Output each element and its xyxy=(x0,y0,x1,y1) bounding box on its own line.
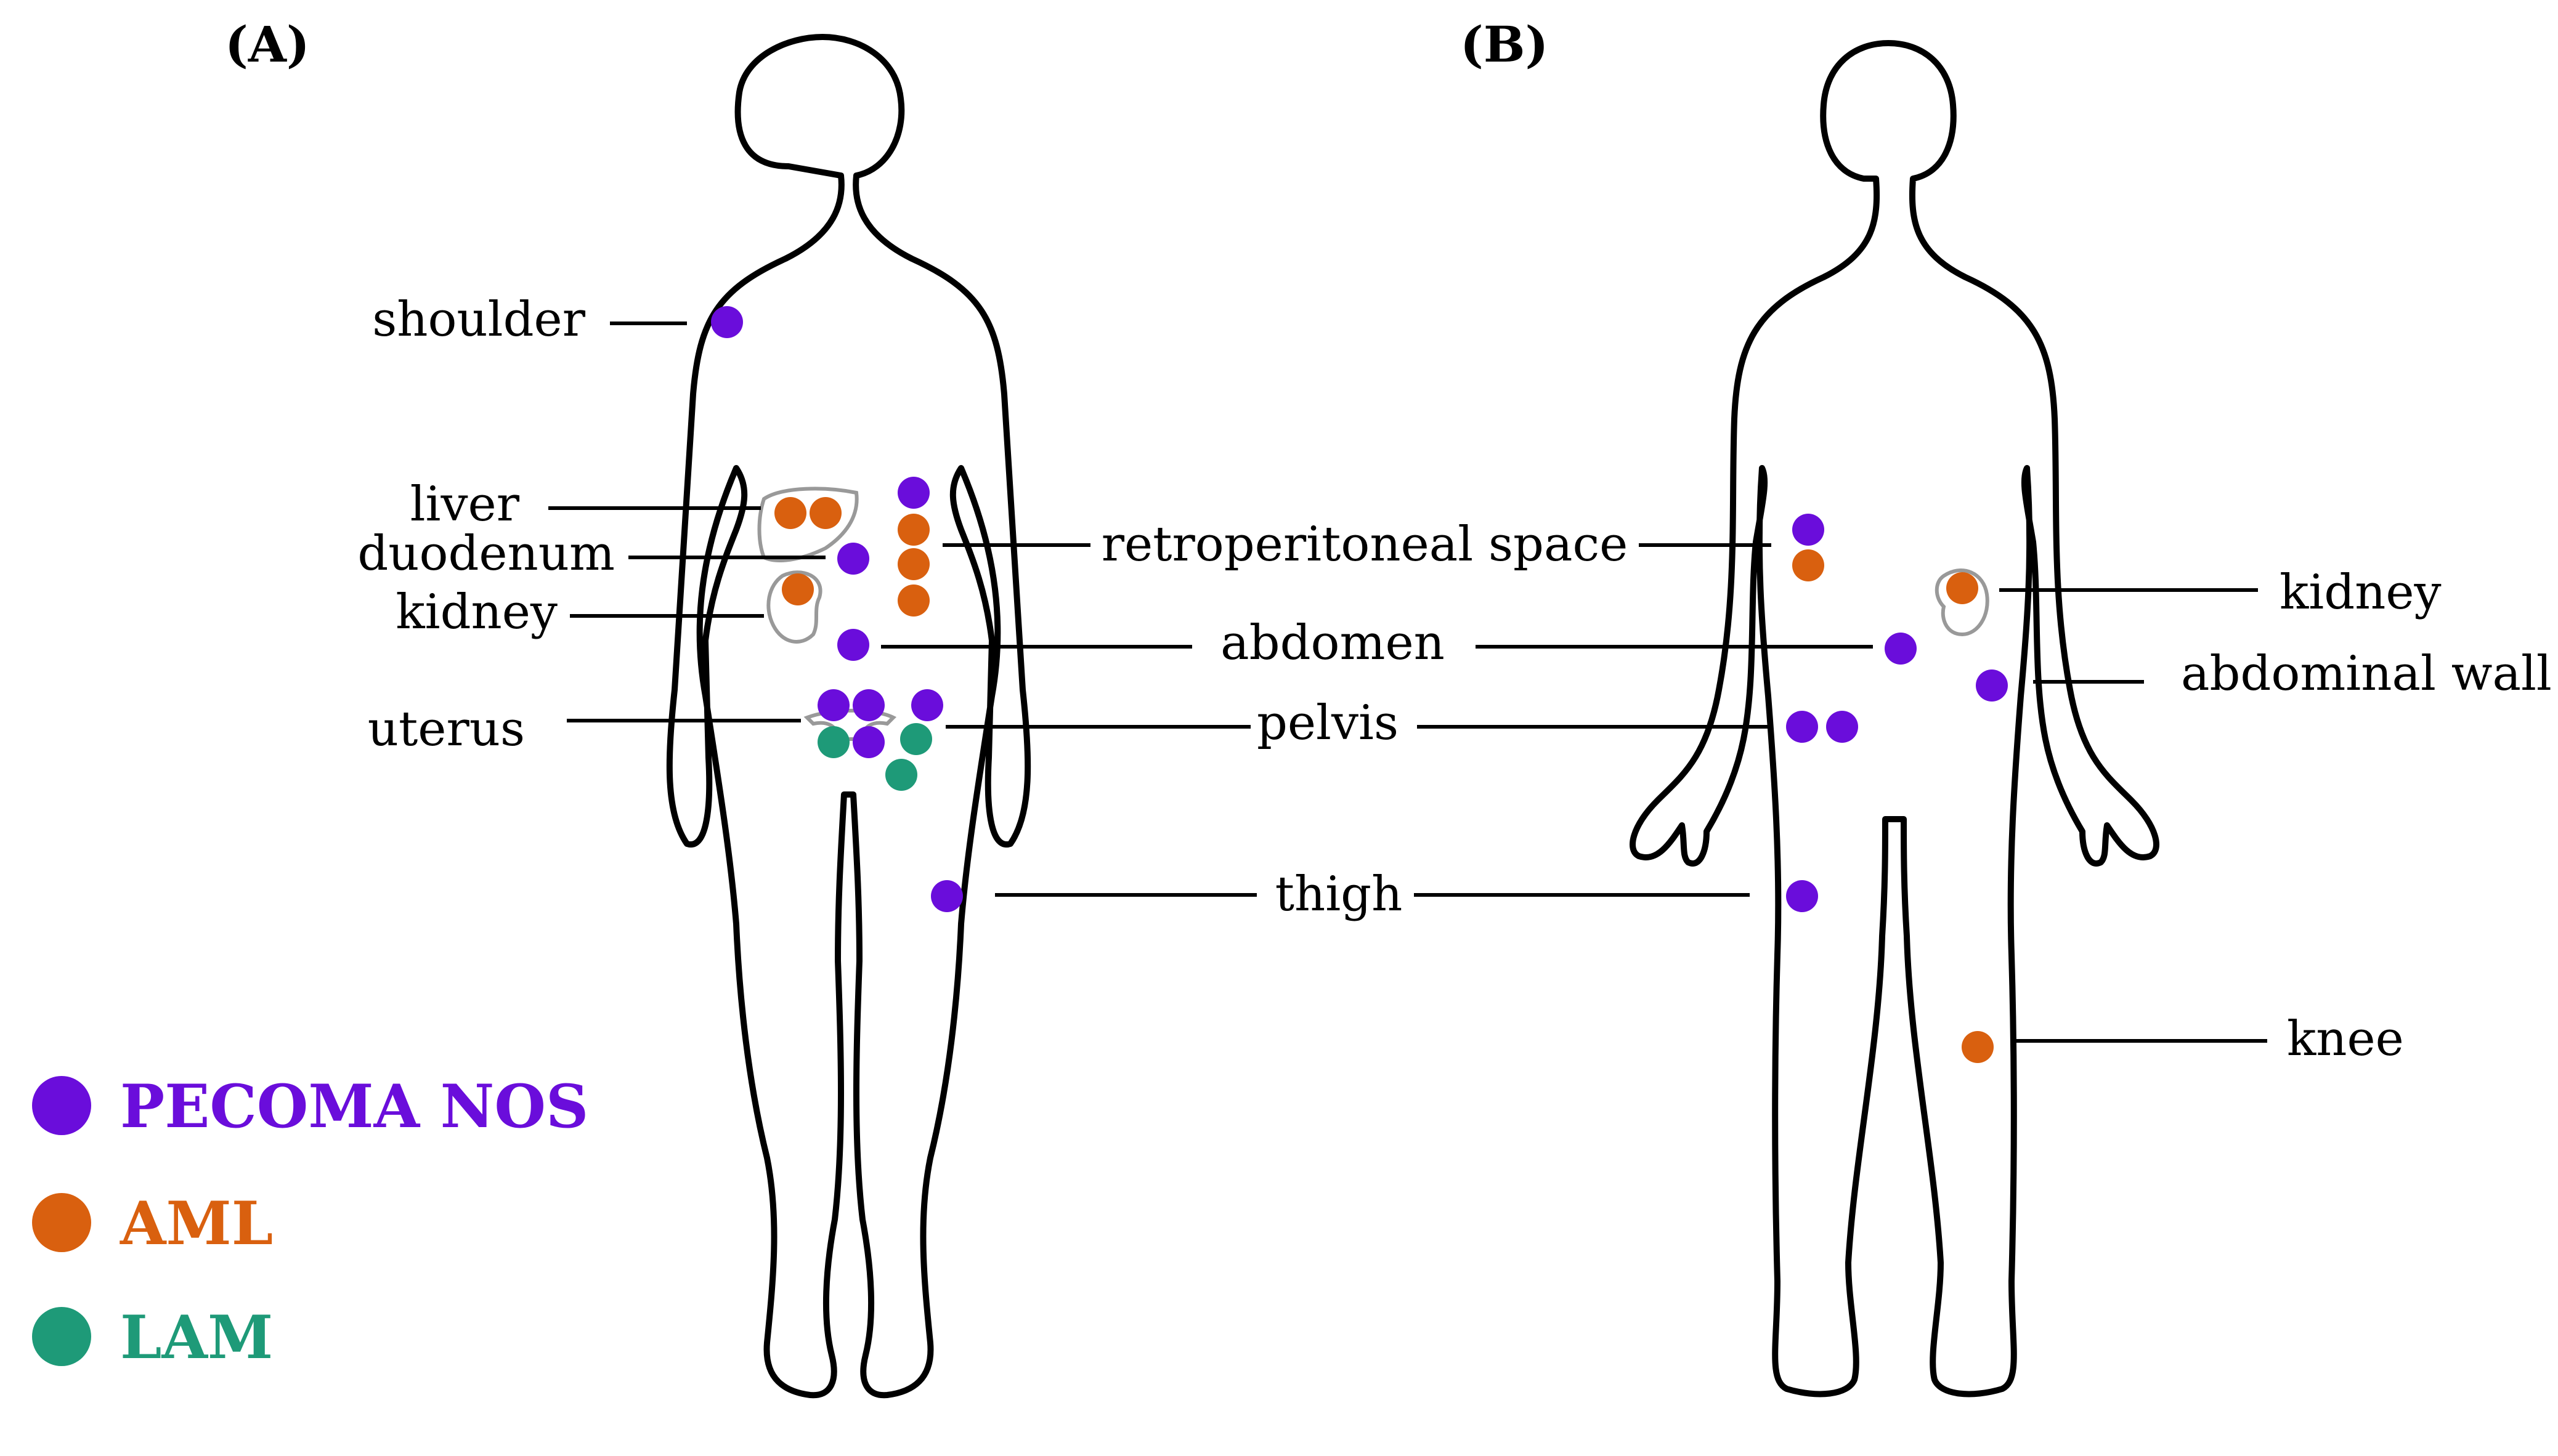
dot-duodenum-pecoma xyxy=(837,543,869,575)
legend-label-lam: LAM xyxy=(120,1303,273,1372)
label-retroperitoneal: retroperitoneal space xyxy=(1102,517,1628,572)
dot-uterus-pecoma-3 xyxy=(853,726,885,758)
female-body-outline xyxy=(666,34,1031,1399)
dot-uterus-pecoma-1 xyxy=(818,689,850,721)
label-knee: knee xyxy=(2287,1011,2404,1067)
legend-label-pecoma: PECOMA NOS xyxy=(120,1072,588,1141)
label-thigh: thigh xyxy=(1275,867,1403,922)
dot-abdomen-b-pecoma xyxy=(1885,633,1917,665)
dot-retroperitoneal-b-pecoma xyxy=(1792,514,1824,546)
dot-retroperitoneal-aml-1 xyxy=(898,514,930,546)
dot-kidney-b-aml xyxy=(1946,572,1978,604)
dot-abdomen-pecoma xyxy=(837,629,869,661)
label-uterus: uterus xyxy=(368,702,525,757)
label-shoulder: shoulder xyxy=(372,292,585,347)
legend-label-aml: AML xyxy=(120,1189,273,1258)
dot-pelvis-lam-2 xyxy=(885,759,917,791)
dot-retroperitoneal-b-aml xyxy=(1792,549,1824,581)
legend-dot-lam xyxy=(32,1307,91,1366)
legend-dot-aml xyxy=(32,1193,91,1252)
dot-uterus-pecoma-2 xyxy=(853,689,885,721)
label-abdominal-wall: abdominal wall xyxy=(2181,646,2552,702)
label-duodenum: duodenum xyxy=(357,526,615,581)
label-pelvis: pelvis xyxy=(1257,695,1399,751)
dot-thigh-b-pecoma xyxy=(1786,880,1818,912)
panel-label-a: (A) xyxy=(225,15,310,73)
dot-pelvis-b-pecoma-1 xyxy=(1786,711,1818,743)
legend: PECOMA NOS AML LAM xyxy=(32,1072,588,1372)
dot-retroperitoneal-aml-2 xyxy=(898,548,930,580)
dot-pelvis-pecoma xyxy=(911,689,943,721)
male-body-outline xyxy=(1630,40,2159,1397)
dot-liver-aml-1 xyxy=(774,497,806,529)
dot-knee-aml xyxy=(1962,1031,1994,1063)
dot-abdominal-wall-pecoma xyxy=(1976,669,2008,702)
label-kidney-b: kidney xyxy=(2280,565,2442,620)
legend-dot-pecoma xyxy=(32,1076,91,1135)
dot-pelvis-lam-1 xyxy=(900,723,932,755)
dot-kidney-aml xyxy=(782,573,814,605)
dot-pelvis-b-pecoma-2 xyxy=(1826,711,1858,743)
dot-retroperitoneal-pecoma xyxy=(898,477,930,509)
label-liver: liver xyxy=(410,477,520,532)
panel-label-b: (B) xyxy=(1460,15,1548,73)
label-abdomen: abdomen xyxy=(1220,615,1445,671)
dot-shoulder-pecoma xyxy=(711,306,743,338)
dot-uterus-lam-1 xyxy=(818,726,850,758)
dot-retroperitoneal-aml-3 xyxy=(898,584,930,617)
dot-thigh-pecoma xyxy=(931,880,963,912)
dot-liver-aml-2 xyxy=(810,497,842,529)
label-kidney-a: kidney xyxy=(396,584,558,640)
